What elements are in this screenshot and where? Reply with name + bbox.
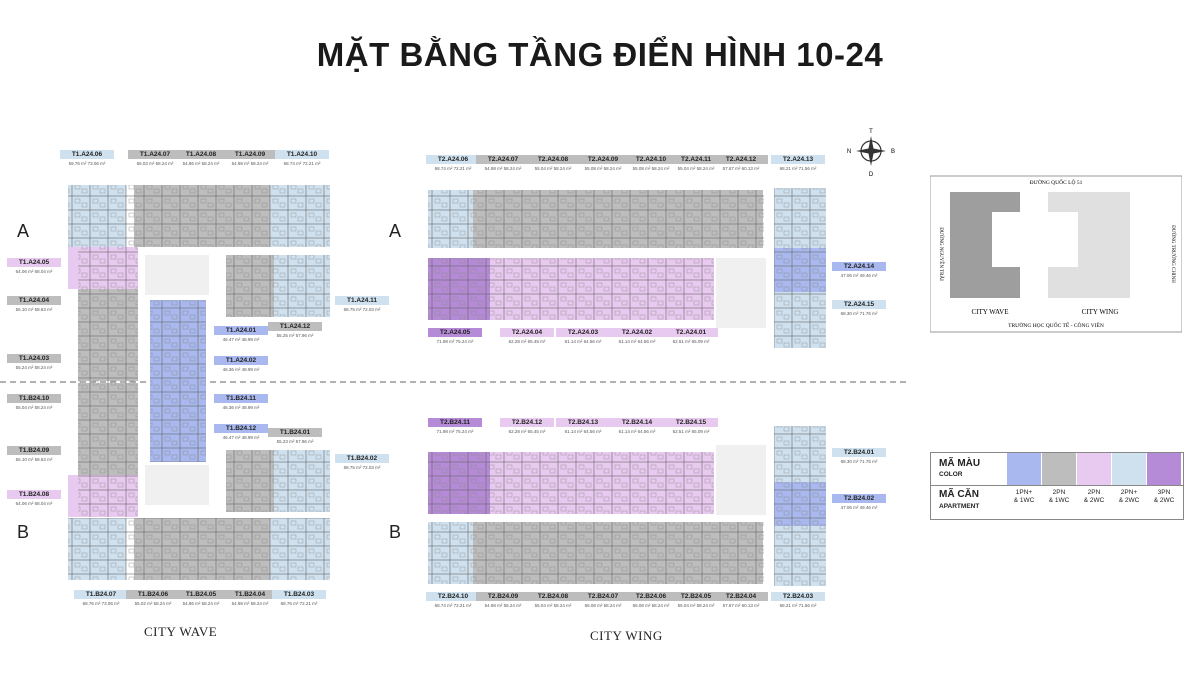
site-key-map: ĐƯỜNG QUỐC LỘ 51 TRƯỜNG HỌC QUỐC TẾ - CÔ… [929, 172, 1183, 336]
legend-swatch-purple [1147, 453, 1181, 485]
legend-swatch-grey [1042, 453, 1076, 485]
page-title: MẶT BẰNG TẦNG ĐIỂN HÌNH 10-24 [316, 36, 884, 73]
compass-icon: T D N B [846, 126, 896, 178]
legend-item: 1PN+& 1WC [1013, 489, 1035, 504]
legend-item: 2PN+& 2WC [1118, 489, 1140, 504]
building-name-wave: CITY WAVE [144, 624, 218, 639]
road-label-bottom: TRƯỜNG HỌC QUỐC TẾ - CÔNG VIÊN [1008, 321, 1104, 329]
legend-item: 2PN& 1WC [1048, 489, 1070, 504]
block-label-b-wave: B [17, 522, 30, 542]
city-wing-plan [428, 188, 826, 586]
road-label-left: ĐƯỜNG NGUYỄN TRÃI [938, 227, 944, 281]
city-wave-plan [68, 185, 330, 580]
color-legend: MÃ MÀU COLOR MÃ CĂN APARTMENT 1PN+& 1WC … [930, 452, 1184, 520]
legend-apt-label: MÃ CĂN [939, 489, 979, 500]
legend-color-sublabel: COLOR [939, 471, 963, 478]
compass-letter-w: N [847, 149, 851, 155]
block-label-a-wave: A [17, 221, 30, 241]
legend-swatch-pink [1077, 453, 1111, 485]
block-label-a-wing: A [389, 221, 402, 241]
compass-letter-e: B [891, 149, 895, 155]
legend-apt-sublabel: APARTMENT [939, 503, 980, 510]
legend-swatch-light [1112, 453, 1146, 485]
compass-letter-s: D [869, 172, 874, 176]
compass-letter-n: T [869, 129, 873, 135]
keymap-wave-label: CITY WAVE [971, 308, 1008, 316]
road-label-top: ĐƯỜNG QUỐC LỘ 51 [1030, 178, 1083, 186]
building-name-wing: CITY WING [590, 628, 663, 643]
legend-swatch-blue [1007, 453, 1041, 485]
legend-item: 2PN& 2WC [1083, 489, 1105, 504]
legend-item: 3PN& 2WC [1153, 489, 1175, 504]
block-label-b-wing: B [389, 522, 402, 542]
keymap-wing-label: CITY WING [1082, 308, 1119, 316]
road-label-right: ĐƯỜNG TRƯỜNG CHINH [1170, 225, 1176, 283]
legend-color-label: MÃ MÀU [939, 458, 981, 469]
